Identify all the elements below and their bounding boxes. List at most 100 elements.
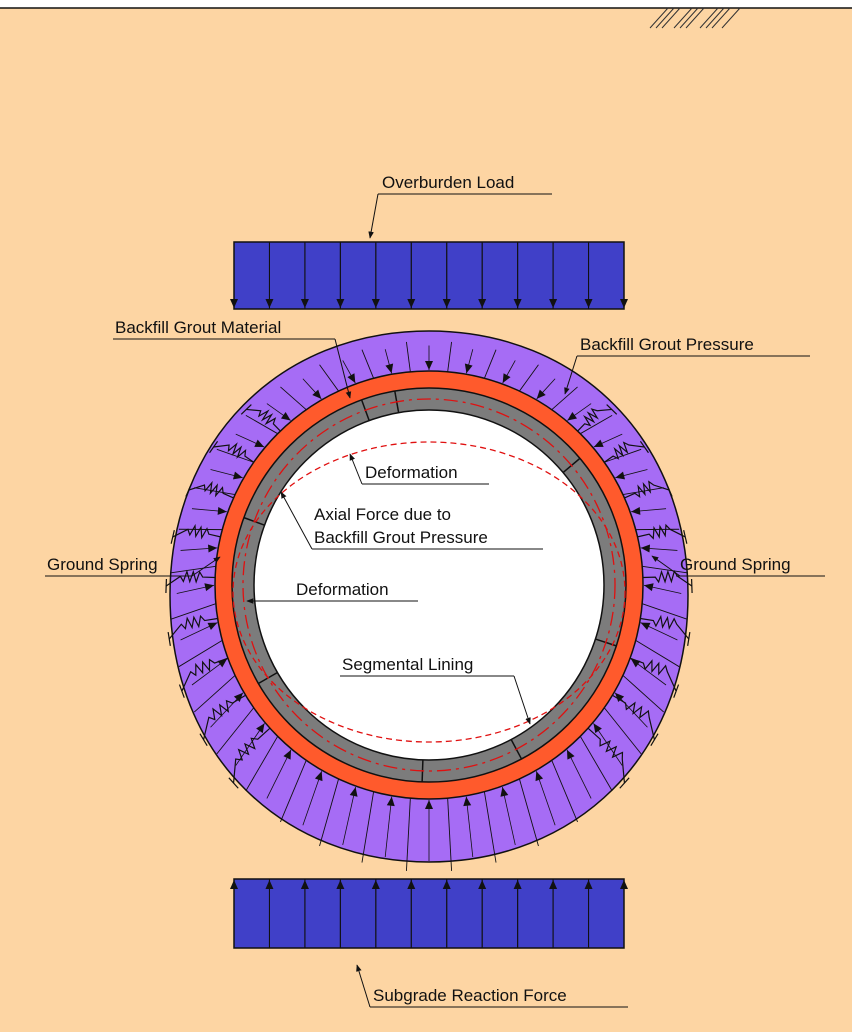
pressure-arrowhead <box>207 622 218 631</box>
svg-text:Overburden Load: Overburden Load <box>382 173 514 192</box>
soil-hatch-icon <box>649 7 741 29</box>
spring <box>640 614 690 640</box>
load-arrowhead <box>513 299 522 308</box>
load-arrowhead <box>407 880 416 889</box>
pressure-divider <box>519 778 539 847</box>
spring-anchor <box>650 733 659 747</box>
svg-text:Deformation: Deformation <box>365 463 458 482</box>
pressure-arrowhead <box>385 363 394 374</box>
pressure-arrowhead <box>280 412 291 421</box>
pressure-divider <box>483 349 497 379</box>
tunnel-interior <box>253 409 605 761</box>
svg-text:Segmental Lining: Segmental Lining <box>342 655 473 674</box>
pressure-arrow-shaft <box>566 749 592 799</box>
pressure-arrowhead <box>567 412 578 421</box>
pressure-divider <box>319 778 339 847</box>
label-subgrade-reaction-force: Subgrade Reaction Force <box>356 964 628 1008</box>
label-backfill-grout-material: Backfill Grout Material <box>113 318 352 399</box>
pressure-divider <box>642 603 688 620</box>
label-overburden-load: Overburden Load <box>368 173 552 239</box>
pressure-divider <box>447 798 453 871</box>
spring <box>587 727 626 784</box>
pressure-arrowhead <box>217 506 227 515</box>
load-arrowhead <box>620 880 628 889</box>
load-arrowhead <box>371 880 380 889</box>
pressure-arrowhead <box>615 471 626 480</box>
pressure-arrow-shaft <box>266 749 292 799</box>
svg-text:Subgrade Reaction Force: Subgrade Reaction Force <box>373 986 567 1005</box>
pressure-arrowhead <box>464 363 473 374</box>
pressure-arrowhead <box>233 692 243 703</box>
grout-pressure-arrows <box>170 341 688 871</box>
pressure-arrowhead <box>312 389 322 399</box>
spring-anchor <box>673 684 680 698</box>
load-arrowhead <box>230 299 238 308</box>
spring-anchor <box>619 777 630 789</box>
spring <box>624 480 670 499</box>
load-arrowhead <box>265 299 274 308</box>
spring <box>603 441 645 463</box>
pressure-arrowhead <box>349 787 358 797</box>
pressure-divider <box>519 364 539 392</box>
load-arrowhead <box>584 880 593 889</box>
pressure-arrow-shaft <box>465 796 474 858</box>
pressure-divider <box>245 736 279 792</box>
svg-text:Ground Spring: Ground Spring <box>47 555 158 574</box>
load-arrowhead <box>336 880 345 889</box>
load-arrowhead <box>442 880 451 889</box>
load-arrowhead <box>478 880 487 889</box>
pressure-divider <box>319 364 339 392</box>
spring <box>577 408 612 432</box>
pressure-arrowhead <box>283 749 291 760</box>
spring-anchor <box>178 684 185 698</box>
pressure-arrow-shaft <box>535 771 556 826</box>
deformation-line <box>232 441 626 743</box>
pressure-arrowhead <box>207 544 218 553</box>
pressure-arrow-shaft <box>384 796 393 858</box>
spring <box>165 569 216 587</box>
pressure-divider <box>170 565 216 574</box>
spring <box>246 408 281 432</box>
pressure-arrowhead <box>567 749 575 760</box>
pressure-divider <box>642 565 688 574</box>
spring-anchor <box>170 530 175 544</box>
pressure-divider <box>551 386 578 411</box>
load-arrowhead <box>549 299 558 308</box>
spring-anchor <box>167 631 171 646</box>
svg-text:Backfill Grout Pressure: Backfill Grout Pressure <box>580 335 754 354</box>
pressure-arrowhead <box>535 771 544 782</box>
pressure-arrow-shaft <box>302 771 323 826</box>
load-arrowhead <box>584 299 593 308</box>
load-arrowhead <box>442 299 451 308</box>
label-axial-force: Axial Force due to Backfill Grout Pressu… <box>280 491 543 550</box>
pressure-arrowhead <box>232 471 243 480</box>
pressure-divider <box>580 415 613 435</box>
load-arrowhead <box>300 299 309 308</box>
pressure-arrowhead <box>256 723 265 734</box>
load-arrowhead <box>300 880 309 889</box>
pressure-arrow-shaft <box>342 786 356 846</box>
load-arrowhead <box>478 299 487 308</box>
spring <box>232 727 271 784</box>
spring-anchor <box>683 530 688 544</box>
spring <box>612 694 656 740</box>
ground-springs <box>165 404 693 789</box>
pressure-divider <box>405 798 411 871</box>
svg-text:Deformation: Deformation <box>296 580 389 599</box>
spring <box>172 523 221 540</box>
pressure-divider <box>635 640 680 668</box>
pressure-arrow-shaft <box>502 786 516 846</box>
spring <box>642 569 693 587</box>
axial-force-line <box>242 398 616 772</box>
pressure-divider <box>551 760 578 823</box>
spring-anchor <box>240 404 252 415</box>
spring-anchor <box>209 440 219 454</box>
spring <box>637 523 686 540</box>
spring-anchor <box>665 483 673 497</box>
pressure-divider <box>622 675 665 713</box>
pressure-divider <box>361 349 375 379</box>
pressure-divider <box>178 640 223 668</box>
pressure-divider <box>361 791 375 863</box>
pressure-divider <box>603 707 642 755</box>
